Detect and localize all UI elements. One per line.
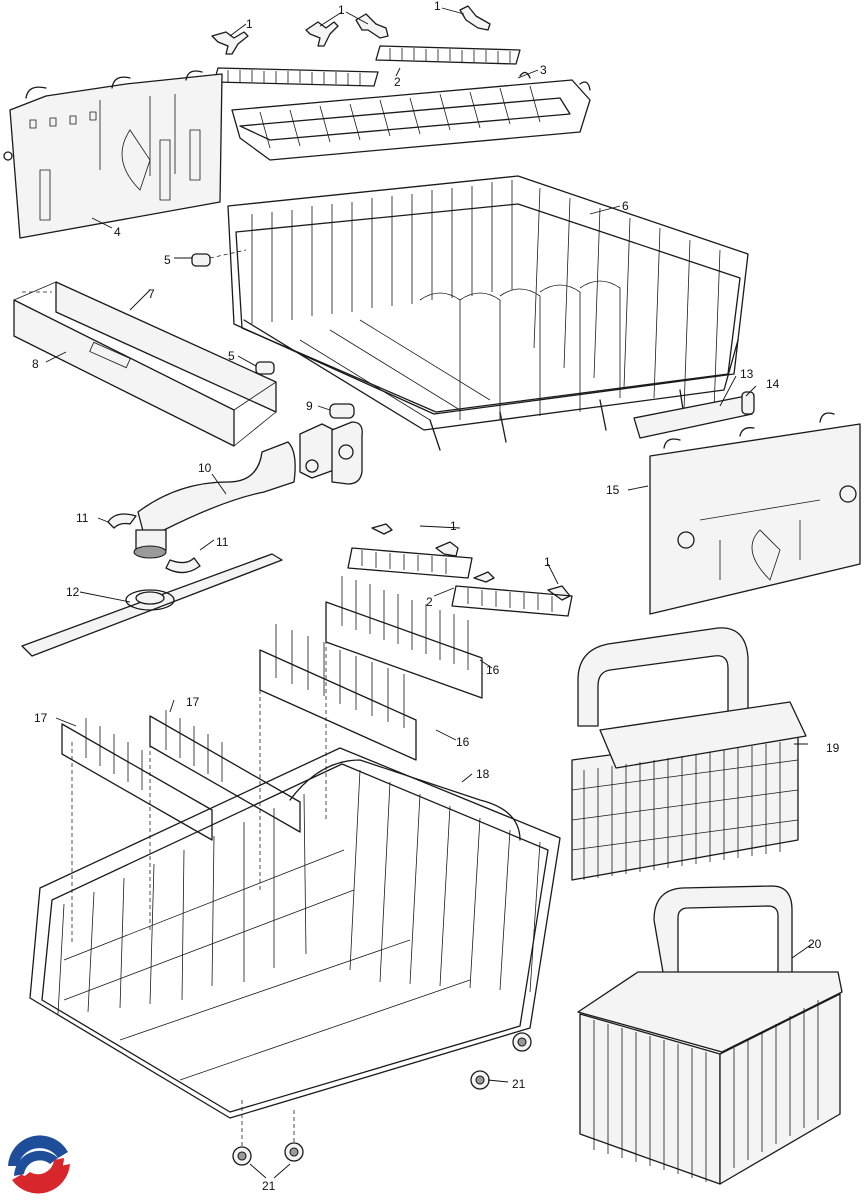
clip-part-11 — [107, 513, 201, 574]
callout-20: 20 — [808, 937, 822, 951]
clip-part-1-top — [211, 5, 491, 55]
callout-labels: 1 1 1 2 3 4 5 5 6 7 8 9 10 11 11 12 13 1… — [32, 0, 840, 1193]
callout-19: 19 — [826, 741, 840, 755]
spray-arm-part-12 — [21, 553, 283, 657]
side-panel-part-15 — [649, 412, 861, 615]
callout-15: 15 — [606, 483, 620, 497]
callout-16: 16 — [456, 735, 470, 749]
callout-18: 18 — [476, 767, 490, 781]
roller-part-5 — [191, 249, 275, 375]
callout-2: 2 — [426, 595, 433, 609]
wheel-part-21 — [232, 1032, 532, 1166]
lower-rack-part-18 — [29, 747, 561, 1119]
callout-21: 21 — [262, 1179, 276, 1193]
brand-logo-icon — [8, 1135, 70, 1194]
callout-14: 14 — [766, 377, 780, 391]
tine-rack-part-2-top — [213, 45, 521, 87]
clip-tine-parts-middle — [347, 523, 573, 617]
callout-6: 6 — [622, 199, 629, 213]
tine-rack-part-16 — [259, 576, 483, 890]
callout-4: 4 — [114, 225, 121, 239]
callout-11: 11 — [76, 511, 89, 525]
callout-1: 1 — [450, 519, 457, 533]
cup-shelf-part-3 — [231, 71, 591, 161]
callout-16: 16 — [486, 663, 500, 677]
tine-rack-part-17 — [61, 710, 301, 942]
callout-12: 12 — [66, 585, 80, 599]
callout-21: 21 — [512, 1077, 526, 1091]
callout-8: 8 — [32, 357, 39, 371]
callout-3: 3 — [540, 63, 547, 77]
rail-parts-13-14 — [633, 391, 755, 439]
callout-1: 1 — [434, 0, 441, 13]
callout-11: 11 — [216, 535, 229, 549]
callout-1: 1 — [246, 17, 253, 31]
callout-1: 1 — [544, 555, 551, 569]
cutlery-basket-part-20 — [577, 885, 843, 1185]
callout-13: 13 — [740, 367, 754, 381]
feed-tube-part-10 — [133, 441, 296, 559]
rail-parts-7-8 — [13, 281, 277, 447]
side-panel-part-4 — [3, 70, 223, 239]
callout-10: 10 — [198, 461, 212, 475]
cutlery-basket-part-19 — [571, 627, 807, 881]
callout-leaders — [45, 7, 813, 1179]
callout-2: 2 — [394, 75, 401, 89]
gasket-part-9 — [299, 403, 363, 485]
callout-17: 17 — [186, 695, 200, 709]
callout-5: 5 — [228, 349, 235, 363]
upper-rack-part-6 — [227, 175, 749, 451]
callout-17: 17 — [34, 711, 48, 725]
callout-1: 1 — [338, 3, 345, 17]
callout-5: 5 — [164, 253, 171, 267]
callout-7: 7 — [148, 287, 155, 301]
callout-9: 9 — [306, 399, 313, 413]
